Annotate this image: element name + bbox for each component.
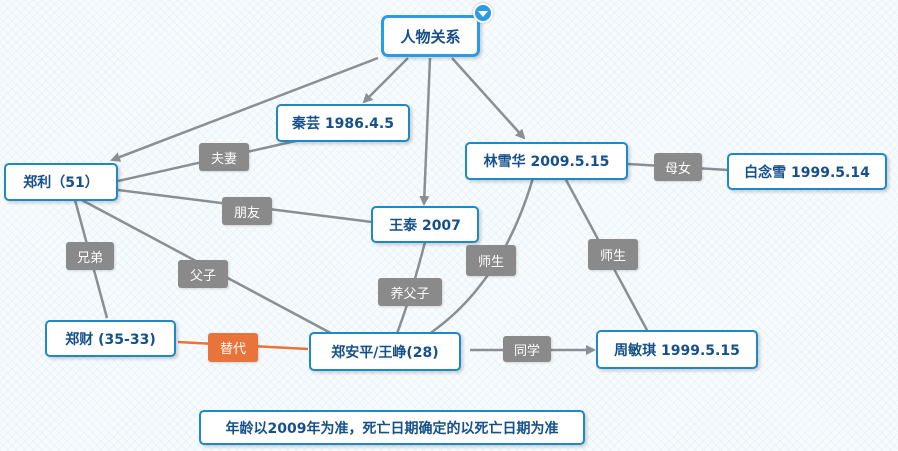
node-zhengcai-label: 郑财 (35-33) (65, 331, 156, 348)
relation-tongxue[interactable]: 同学 (503, 336, 551, 362)
footnote[interactable]: 年龄以2009年为准，死亡日期确定的以死亡日期为准 (199, 410, 585, 445)
relation-xiongdi[interactable]: 兄弟 (66, 242, 114, 270)
relation-fuzi[interactable]: 父子 (178, 260, 228, 288)
node-bainianxue[interactable]: 白念雪 1999.5.14 (727, 153, 887, 190)
node-linxuehua-label: 林雪华 2009.5.15 (483, 154, 610, 170)
node-wangtai-label: 王泰 2007 (389, 217, 461, 234)
node-linxuehua[interactable]: 林雪华 2009.5.15 (465, 142, 628, 180)
node-zhenganping-label: 郑安平/王峥(28) (331, 344, 439, 361)
edge-root-linxuehua (451, 57, 526, 140)
footnote-text: 年龄以2009年为准，死亡日期确定的以死亡日期为准 (225, 420, 559, 437)
root-label: 人物关系 (400, 27, 461, 46)
node-qinyun[interactable]: 秦芸 1986.4.5 (276, 104, 410, 142)
chevron-down-icon (478, 11, 488, 17)
edge-root-zhengli (110, 56, 379, 162)
relation-shisheng-b[interactable]: 师生 (588, 239, 638, 270)
root-node[interactable]: 人物关系 (381, 15, 480, 57)
relation-pengyou[interactable]: 朋友 (222, 197, 272, 225)
collapse-button[interactable] (473, 3, 493, 23)
node-zhengcai[interactable]: 郑财 (35-33) (45, 320, 176, 357)
node-zhenganping[interactable]: 郑安平/王峥(28) (309, 332, 461, 371)
node-zhouminqi-label: 周敏琪 1999.5.15 (614, 342, 740, 359)
edge-root-qinyun (362, 57, 409, 104)
node-wangtai[interactable]: 王泰 2007 (371, 206, 479, 243)
edge-root-wangtai (419, 57, 432, 206)
relation-yangfuzi[interactable]: 养父子 (378, 278, 442, 306)
node-zhengli[interactable]: 郑利（51） (4, 163, 118, 201)
relation-tidai[interactable]: 替代 (208, 333, 258, 362)
relation-shisheng-a[interactable]: 师生 (466, 245, 516, 276)
relation-munv[interactable]: 母女 (654, 153, 702, 181)
node-bainianxue-label: 白念雪 1999.5.14 (744, 164, 870, 181)
relation-fuqi[interactable]: 夫妻 (199, 143, 249, 171)
node-qinyun-label: 秦芸 1986.4.5 (292, 116, 394, 132)
node-zhouminqi[interactable]: 周敏琪 1999.5.15 (596, 330, 758, 369)
node-zhengli-label: 郑利（51） (23, 175, 99, 191)
